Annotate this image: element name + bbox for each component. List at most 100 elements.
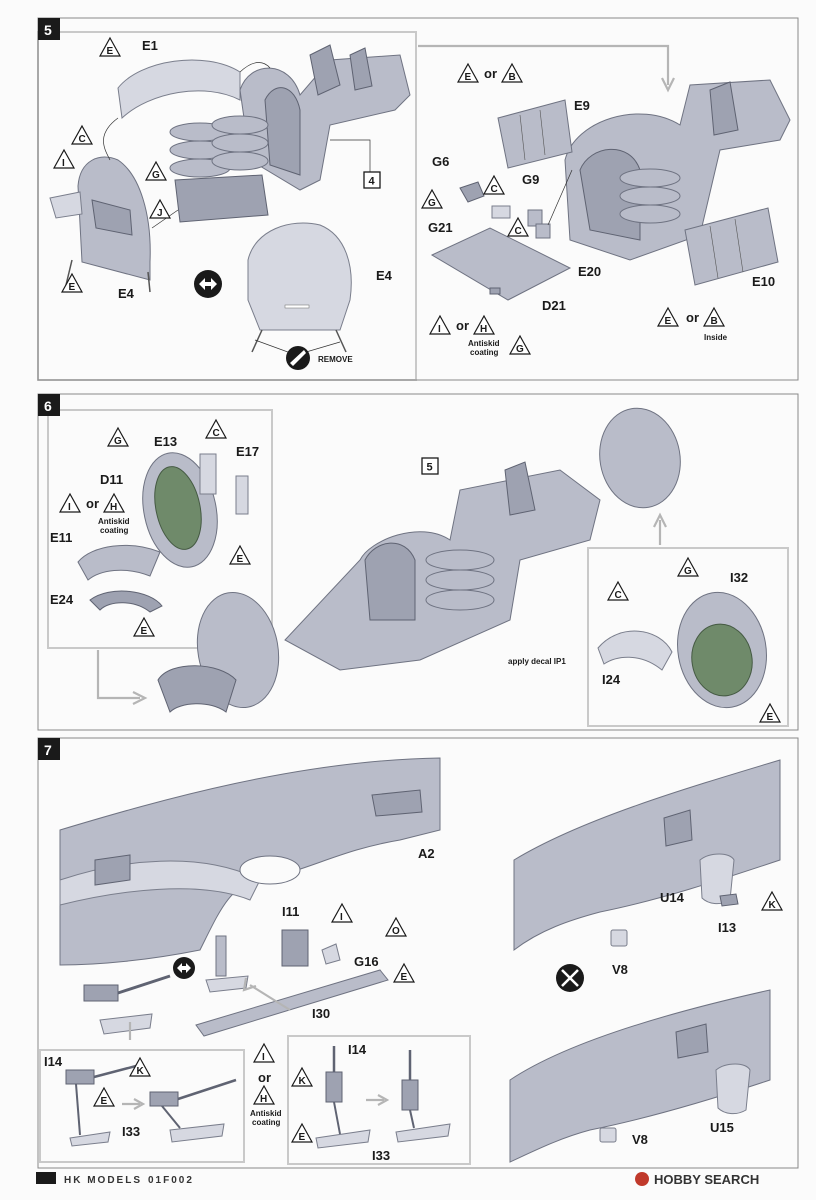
label-e4: E4: [118, 286, 135, 301]
canopy-e1: [117, 59, 241, 120]
cut-icon: [286, 346, 310, 370]
label-e11: E11: [50, 530, 72, 545]
svg-text:O: O: [392, 926, 400, 937]
part-g16: [321, 943, 341, 965]
step-6-frame-right: [587, 547, 789, 727]
label-e9: E9: [574, 98, 590, 113]
label-u15: U15: [710, 1120, 734, 1135]
label-i30: I30: [312, 1006, 330, 1021]
label-g6: G6: [432, 154, 449, 169]
label-i13: I13: [718, 920, 736, 935]
label-apply-decal: apply decal IP1: [508, 657, 566, 666]
frame-bulkhead-e4: [49, 156, 151, 293]
svg-text:Antiskid: Antiskid: [468, 339, 500, 348]
part-e13: [199, 453, 217, 495]
svg-text:or: or: [456, 318, 469, 333]
svg-text:E: E: [237, 554, 244, 565]
svg-text:I: I: [340, 912, 343, 923]
svg-text:K: K: [299, 1076, 307, 1087]
svg-text:coating: coating: [252, 1118, 281, 1127]
svg-text:C: C: [515, 226, 522, 237]
flip-icon-2: [173, 957, 195, 979]
svg-text:G: G: [114, 436, 122, 447]
svg-text:E: E: [101, 1096, 108, 1107]
svg-text:I: I: [262, 1052, 265, 1063]
part-e4-detail: [247, 222, 352, 356]
watermark-text: HOBBY SEARCH: [654, 1172, 759, 1187]
step-5-number-box: [38, 18, 60, 40]
ref-box-5-label: 5: [427, 462, 433, 474]
gun-assembled-vertical: [395, 1050, 451, 1143]
step-6-flow-arrow-left: [96, 650, 140, 700]
bulkhead-i32: [677, 591, 767, 709]
fuselage-assembled-step5: [564, 79, 791, 261]
step-6-number-box: [38, 394, 60, 416]
ref-box-5: [421, 457, 439, 475]
label-i33-left: I33: [122, 1124, 140, 1139]
svg-text:or: or: [258, 1070, 271, 1085]
svg-text:or: or: [686, 310, 699, 325]
part-i11: [281, 929, 309, 967]
label-i11: I11: [282, 904, 299, 919]
fuselage-assembled-step6: [284, 461, 601, 671]
label-e13: E13: [154, 434, 177, 449]
step-7-panel: 7 A2 I11 G16 I30: [37, 737, 799, 1169]
svg-text:H: H: [260, 1094, 267, 1105]
step-6-number: 6: [44, 398, 52, 414]
svg-text:K: K: [769, 900, 777, 911]
svg-text:coating: coating: [470, 348, 499, 357]
label-a2: A2: [418, 846, 435, 861]
svg-text:C: C: [213, 428, 220, 439]
step-7-number-box: [38, 738, 60, 760]
label-e17: E17: [236, 444, 259, 459]
label-u14: U14: [660, 890, 685, 905]
fuselage-half-a2: [59, 757, 441, 966]
step-7-inset-left: [39, 1049, 245, 1163]
label-d11: D11: [100, 472, 123, 487]
label-d21: D21: [542, 298, 566, 313]
label-e4-detail: E4: [376, 268, 393, 283]
guide-line-4: [330, 139, 371, 175]
guide-line-3: [151, 209, 179, 229]
flip-icon: [194, 270, 222, 298]
label-inside: Inside: [704, 333, 728, 342]
fuselage-side-lower: [509, 989, 771, 1163]
product-code: 01F002: [148, 1175, 194, 1186]
svg-text:C: C: [79, 134, 86, 145]
label-i14-left: I14: [44, 1054, 63, 1069]
side-panel-e10: [684, 207, 779, 286]
label-i32: I32: [730, 570, 748, 585]
svg-text:E: E: [107, 46, 114, 57]
label-e24: E24: [50, 592, 74, 607]
part-e17: [235, 475, 249, 515]
gun-mount-upper: [205, 935, 249, 993]
bulkhead-d11: [142, 452, 218, 568]
step-6-panel: 6 E13 E17 D11 E11 E24 G C I or H Antiski…: [37, 393, 799, 731]
svg-text:G: G: [684, 566, 692, 577]
fuselage-side-upper: [513, 759, 781, 952]
fuselage-section-step5: [239, 44, 411, 191]
svg-text:G: G: [516, 344, 524, 355]
step-5-flow-arrow: [418, 44, 670, 85]
step-7-inset-middle: [287, 1035, 471, 1165]
ref-box-4: [363, 171, 381, 189]
label-g9: G9: [522, 172, 539, 187]
bomb-rack: [169, 115, 269, 223]
svg-text:H: H: [110, 502, 117, 513]
part-i30: [195, 969, 389, 1037]
svg-text:E: E: [141, 626, 148, 637]
svg-text:J: J: [157, 208, 163, 219]
ref-box-4-label: 4: [369, 176, 376, 188]
svg-text:C: C: [491, 184, 498, 195]
part-i24: [597, 630, 673, 671]
svg-text:Antiskid: Antiskid: [250, 1109, 282, 1118]
svg-text:E: E: [69, 282, 76, 293]
step-5-frame-outer: [37, 17, 799, 381]
svg-text:or: or: [86, 496, 99, 511]
part-e24: [89, 590, 163, 613]
brand-logo: [36, 1172, 56, 1184]
gun-i14-left: [65, 1064, 137, 1147]
gun-mount-left: [83, 974, 171, 1035]
floor-d21: [430, 227, 572, 301]
